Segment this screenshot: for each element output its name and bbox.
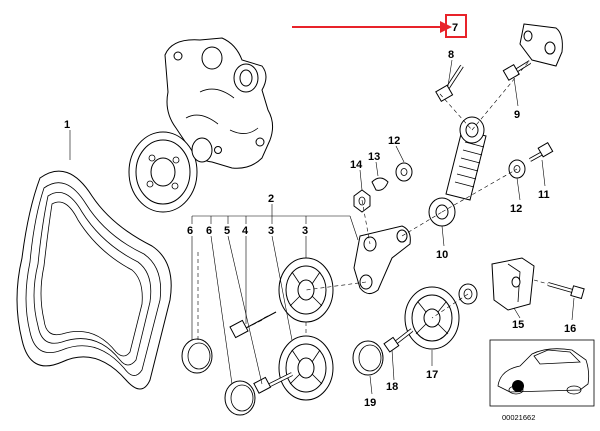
tensioner-arm bbox=[353, 225, 411, 294]
callout-17: 17 bbox=[426, 369, 438, 381]
callout-3-right: 3 bbox=[302, 225, 308, 237]
callout-12-lower: 12 bbox=[510, 203, 522, 215]
clip-13 bbox=[371, 177, 389, 191]
leader-lines bbox=[69, 59, 575, 395]
highlight-box bbox=[445, 14, 467, 38]
mounting-bracket bbox=[519, 23, 563, 67]
dust-cap-lower bbox=[224, 380, 256, 416]
reference-number: 00021662 bbox=[502, 413, 535, 422]
callout-9: 9 bbox=[514, 109, 520, 121]
callout-7: 7 bbox=[452, 22, 458, 34]
washer-12-upper bbox=[395, 162, 413, 182]
callout-3-upper: 3 bbox=[268, 225, 274, 237]
callout-4: 4 bbox=[242, 225, 249, 237]
drive-belt bbox=[16, 170, 172, 390]
idler-pulley-lower bbox=[278, 335, 334, 401]
callout-15: 15 bbox=[512, 319, 524, 331]
callout-13: 13 bbox=[368, 151, 380, 163]
bolt-18 bbox=[383, 328, 414, 353]
alignment-lines bbox=[197, 59, 549, 340]
callout-5: 5 bbox=[224, 225, 230, 237]
callout-16: 16 bbox=[564, 323, 576, 335]
hydraulic-tensioner bbox=[428, 116, 487, 227]
dust-cap-upper bbox=[181, 338, 213, 374]
idler-pulley-upper bbox=[278, 257, 334, 323]
callout-2: 2 bbox=[268, 193, 274, 205]
bracket-15 bbox=[458, 257, 535, 311]
bolt-4 bbox=[229, 311, 277, 339]
callout-1: 1 bbox=[64, 119, 70, 131]
callout-6-mid: 6 bbox=[206, 225, 212, 237]
bolt-11 bbox=[529, 141, 554, 162]
callout-19: 19 bbox=[364, 397, 376, 409]
callout-10: 10 bbox=[436, 249, 448, 261]
water-pump bbox=[164, 37, 274, 169]
callout-8: 8 bbox=[448, 49, 454, 61]
bolt-5 bbox=[253, 372, 293, 394]
highlight-arrow bbox=[292, 21, 452, 33]
bolt-16 bbox=[547, 282, 585, 300]
callout-11: 11 bbox=[538, 189, 550, 201]
bolt-8 bbox=[435, 64, 464, 103]
cap-19 bbox=[352, 340, 384, 376]
callout-18: 18 bbox=[386, 381, 398, 393]
vehicle-location-inset bbox=[489, 339, 595, 407]
callout-6-left: 6 bbox=[187, 225, 193, 237]
crankshaft-pulley bbox=[128, 131, 213, 213]
callout-14: 14 bbox=[350, 159, 363, 171]
engine-location-marker bbox=[512, 380, 524, 392]
callout-12-upper: 12 bbox=[388, 135, 400, 147]
callout-labels: 1 2 3 3 4 5 6 6 7 8 9 10 11 12 12 13 14 … bbox=[64, 22, 576, 409]
